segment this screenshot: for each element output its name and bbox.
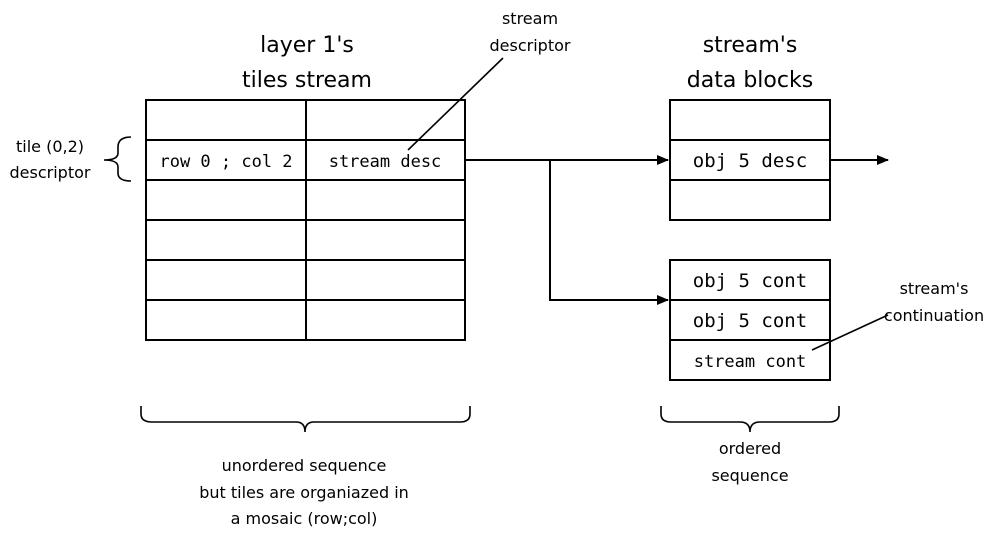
continuation-pointer [811,314,889,351]
data-block-obj5-desc: obj 5 desc [693,150,807,172]
arrow-to-obj5-cont [549,160,669,305]
tiles-note-line3: a mosaic (row;col) [231,509,378,528]
stream-descriptor-label-line1: stream [502,9,558,28]
tile-descriptor-label-line2: descriptor [10,163,91,182]
ordered-note-line1: ordered [719,439,781,458]
stream-descriptor-label-line2: descriptor [490,36,571,55]
tile-cell-position: row 0 ; col 2 [159,152,292,172]
tiles-stream-title-line2: tiles stream [242,68,372,93]
data-blocks-title-line2: data blocks [687,68,813,93]
tiles-note-line2: but tiles are organiazed in [199,483,409,502]
continuation-label-line2: continuation [884,306,984,325]
data-blocks-brace [660,406,840,433]
tiles-stream-title-line1: layer 1's [260,33,354,58]
continuation-label-line1: stream's [900,279,969,298]
tile-cell-stream-desc: stream desc [329,152,442,172]
data-block-obj5-cont-1: obj 5 cont [693,270,807,292]
data-blocks-title-line1: stream's [703,33,798,58]
stream-descriptor-pointer [407,57,504,151]
data-block-stream-cont: stream cont [694,352,807,372]
tiles-note-line1: unordered sequence [222,456,387,475]
tile-descriptor-brace [103,136,132,182]
tiles-stream-brace [140,406,471,433]
data-block-obj5-cont-2: obj 5 cont [693,310,807,332]
data-block-group-2-border [669,259,831,381]
data-block-group-1-border [669,99,831,221]
ordered-note-line2: sequence [711,466,788,485]
data-block-group-1: obj 5 desc [669,99,831,221]
tiles-stream-table: row 0 ; col 2 stream desc [145,99,466,341]
tile-descriptor-label-line1: tile (0,2) [16,137,84,156]
data-block-group-2: obj 5 cont obj 5 cont stream cont [669,259,831,381]
